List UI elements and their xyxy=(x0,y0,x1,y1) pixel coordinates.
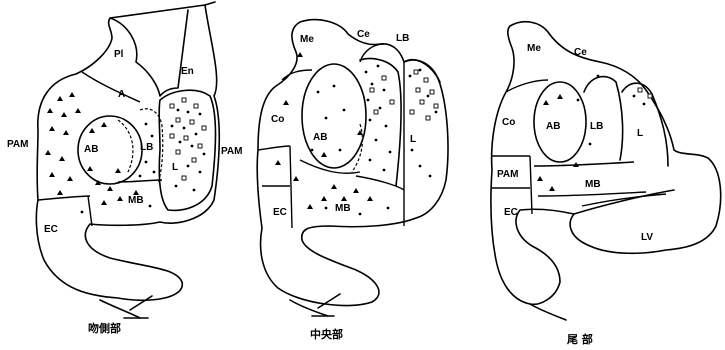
caption-central: 中央部 xyxy=(310,327,343,341)
label-lb: LB xyxy=(140,142,153,153)
label-ec: EC xyxy=(44,224,58,235)
label-en: En xyxy=(181,66,194,77)
label-l: L xyxy=(172,162,178,173)
label-ab-3: AB xyxy=(546,121,560,132)
markers-caudal xyxy=(537,75,652,191)
label-l-3: L xyxy=(637,128,643,139)
label-mb: MB xyxy=(128,195,144,206)
label-lv-3: LV xyxy=(641,232,653,243)
caption-rostral: 吻側部 xyxy=(88,321,121,335)
label-lb-2: LB xyxy=(396,33,409,44)
label-co-3: Co xyxy=(502,117,515,128)
label-a: A xyxy=(118,89,125,100)
label-lb-3: LB xyxy=(590,121,603,132)
label-l-2: L xyxy=(410,134,416,145)
label-pl: Pl xyxy=(114,49,124,60)
markers-rostral xyxy=(45,92,206,213)
label-ec-2: EC xyxy=(273,207,287,218)
panel-caudal: Me Ce Co AB LB L PAM MB EC LV 尾 部 xyxy=(491,22,721,346)
label-pam: PAM xyxy=(7,139,28,150)
label-mb-3: MB xyxy=(585,179,601,190)
label-ce-3: Ce xyxy=(574,47,587,58)
label-co-2: Co xyxy=(271,114,284,125)
label-pam-3: PAM xyxy=(497,169,518,180)
label-ec-3: EC xyxy=(504,207,518,218)
label-mb-2: MB xyxy=(335,203,351,214)
panel-rostral: Pl En A PAM AB LB L MB EC 吻側部 xyxy=(7,2,219,335)
label-ab-2: AB xyxy=(313,132,327,143)
label-me-3: Me xyxy=(527,43,541,54)
label-ab: AB xyxy=(84,144,98,155)
label-pam-2: PAM xyxy=(221,146,242,157)
caption-caudal: 尾 部 xyxy=(566,332,593,346)
label-me-2: Me xyxy=(300,34,314,45)
label-ce-2: Ce xyxy=(357,29,370,40)
panel-central: Me Ce LB Co AB PAM L MB EC 中央部 xyxy=(221,20,448,341)
